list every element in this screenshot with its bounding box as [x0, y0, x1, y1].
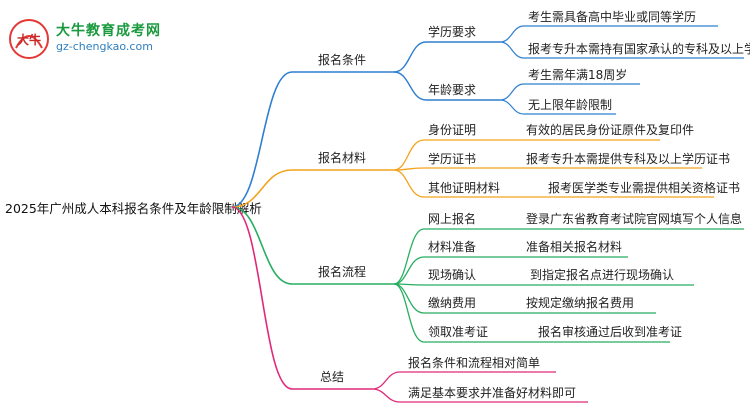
process-leaf-5: 报名审核通过后收到准考证 — [538, 324, 682, 339]
branch-summary: 总结 — [320, 370, 344, 384]
connector-material-1 — [393, 139, 660, 171]
connector-material-2 — [393, 167, 702, 171]
branch-process: 报名流程 — [318, 264, 366, 279]
process-label-3: 现场确认 — [428, 268, 476, 282]
material-leaf-2: 报考专升本需提供专科及以上学历证书 — [526, 151, 730, 166]
leaf-edu-2: 报考专升本需持有国家承认的专科及以上学历 — [528, 41, 750, 56]
connector-age-leaf-2 — [499, 99, 616, 115]
summary-leaf-2: 满足基本要求并准备好材料即可 — [408, 386, 576, 400]
material-label-1: 身份证明 — [428, 122, 476, 137]
connector-process-3 — [393, 283, 694, 286]
leaf-age-1: 考生需年满18周岁 — [528, 67, 627, 82]
connector-edu-leaf-1 — [499, 25, 718, 43]
connector-age — [393, 71, 500, 101]
connector-material-3 — [393, 169, 714, 198]
branch-materials: 报名材料 — [318, 150, 366, 165]
process-label-4: 缴纳费用 — [428, 295, 476, 310]
process-leaf-4: 按规定缴纳报名费用 — [526, 295, 634, 310]
branch-conditions: 报名条件 — [318, 52, 366, 67]
connector-process-1 — [393, 228, 744, 285]
connector-summary — [231, 206, 372, 390]
process-leaf-3: 到指定报名点进行现场确认 — [530, 267, 674, 282]
connector-summary-1 — [371, 371, 556, 390]
process-leaf-2: 准备相关报名材料 — [526, 239, 622, 254]
connector-process-2 — [393, 256, 628, 285]
group-education: 学历要求 — [428, 24, 476, 39]
leaf-age-2: 无上限年龄限制 — [528, 98, 612, 112]
root-topic: 2025年广州成人本科报名条件及年龄限制解析 — [5, 201, 262, 216]
process-leaf-1: 登录广东省教育考试院官网填写个人信息 — [526, 211, 742, 226]
logo-badge-glyph: 大牛 — [17, 32, 41, 47]
connector-edu-leaf-2 — [499, 41, 744, 59]
logo: 大牛 大牛教育成考网 gz-chengkao.com — [8, 18, 208, 59]
connector-age-leaf-1 — [499, 83, 640, 101]
connector-process-5 — [393, 283, 670, 343]
summary-leaf-1: 报名条件和流程相对简单 — [408, 355, 540, 370]
process-label-2: 材料准备 — [428, 240, 476, 254]
logo-name: 大牛教育成考网 — [56, 23, 161, 39]
connector-materials — [231, 169, 394, 208]
leaf-edu-1: 考生需具备高中毕业或同等学历 — [528, 9, 696, 24]
connector-education — [393, 41, 500, 73]
process-label-5: 领取准考证 — [428, 325, 488, 339]
material-label-3: 其他证明材料 — [428, 181, 500, 195]
process-label-1: 网上报名 — [428, 211, 476, 226]
material-leaf-3: 报考医学类专业需提供相关资格证书 — [548, 180, 740, 195]
group-age: 年龄要求 — [428, 83, 476, 97]
connector-conditions — [231, 71, 394, 208]
material-label-2: 学历证书 — [428, 151, 476, 166]
connector-summary-2 — [371, 388, 588, 403]
material-leaf-1: 有效的居民身份证原件及复印件 — [526, 122, 694, 137]
logo-badge-icon: 大牛 — [9, 19, 49, 59]
connector-process — [231, 206, 394, 285]
logo-url: gz-chengkao.com — [56, 40, 153, 53]
